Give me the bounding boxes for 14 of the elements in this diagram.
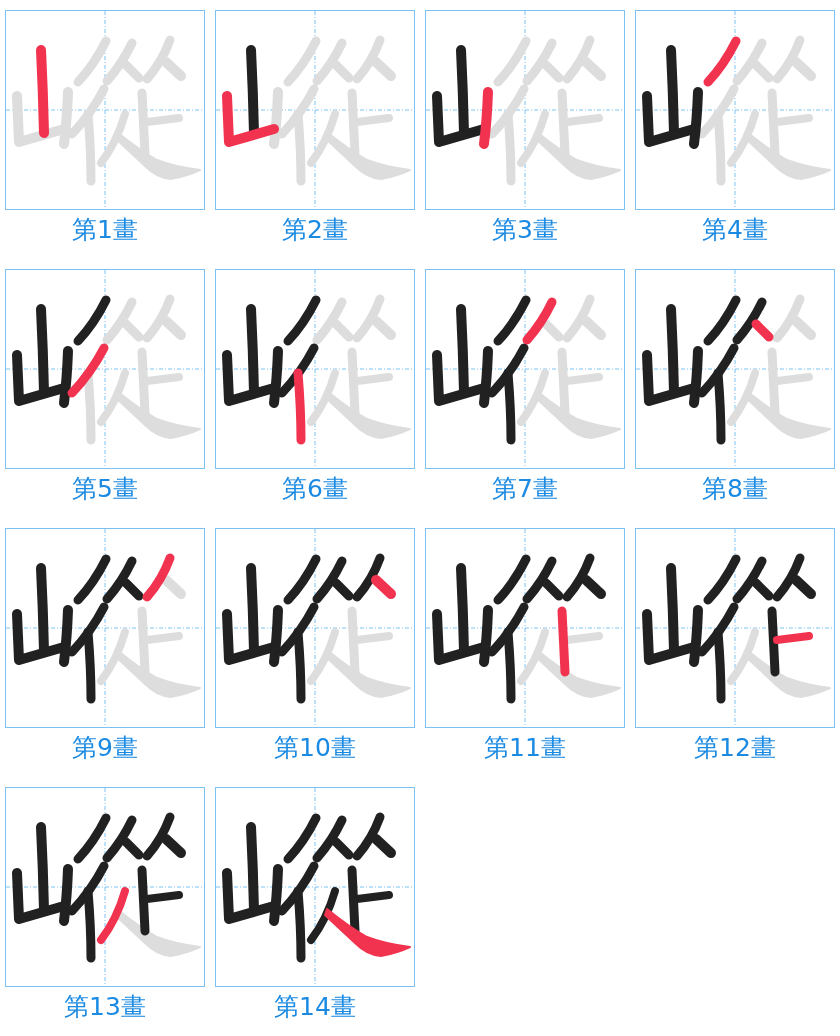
step-caption: 第12畫: [694, 733, 776, 763]
step-caption: 第9畫: [72, 733, 138, 763]
step-caption: 第2畫: [282, 215, 348, 245]
step-caption: 第8畫: [702, 474, 768, 504]
step-caption: 第14畫: [274, 992, 356, 1022]
step-caption: 第11畫: [484, 733, 566, 763]
step-caption: 第7畫: [492, 474, 558, 504]
step-caption: 第13畫: [64, 992, 146, 1022]
step-caption: 第1畫: [72, 215, 138, 245]
step-caption: 第10畫: [274, 733, 356, 763]
step-caption: 第4畫: [702, 215, 768, 245]
step-caption: 第3畫: [492, 215, 558, 245]
step-caption: 第5畫: [72, 474, 138, 504]
step-caption: 第6畫: [282, 474, 348, 504]
